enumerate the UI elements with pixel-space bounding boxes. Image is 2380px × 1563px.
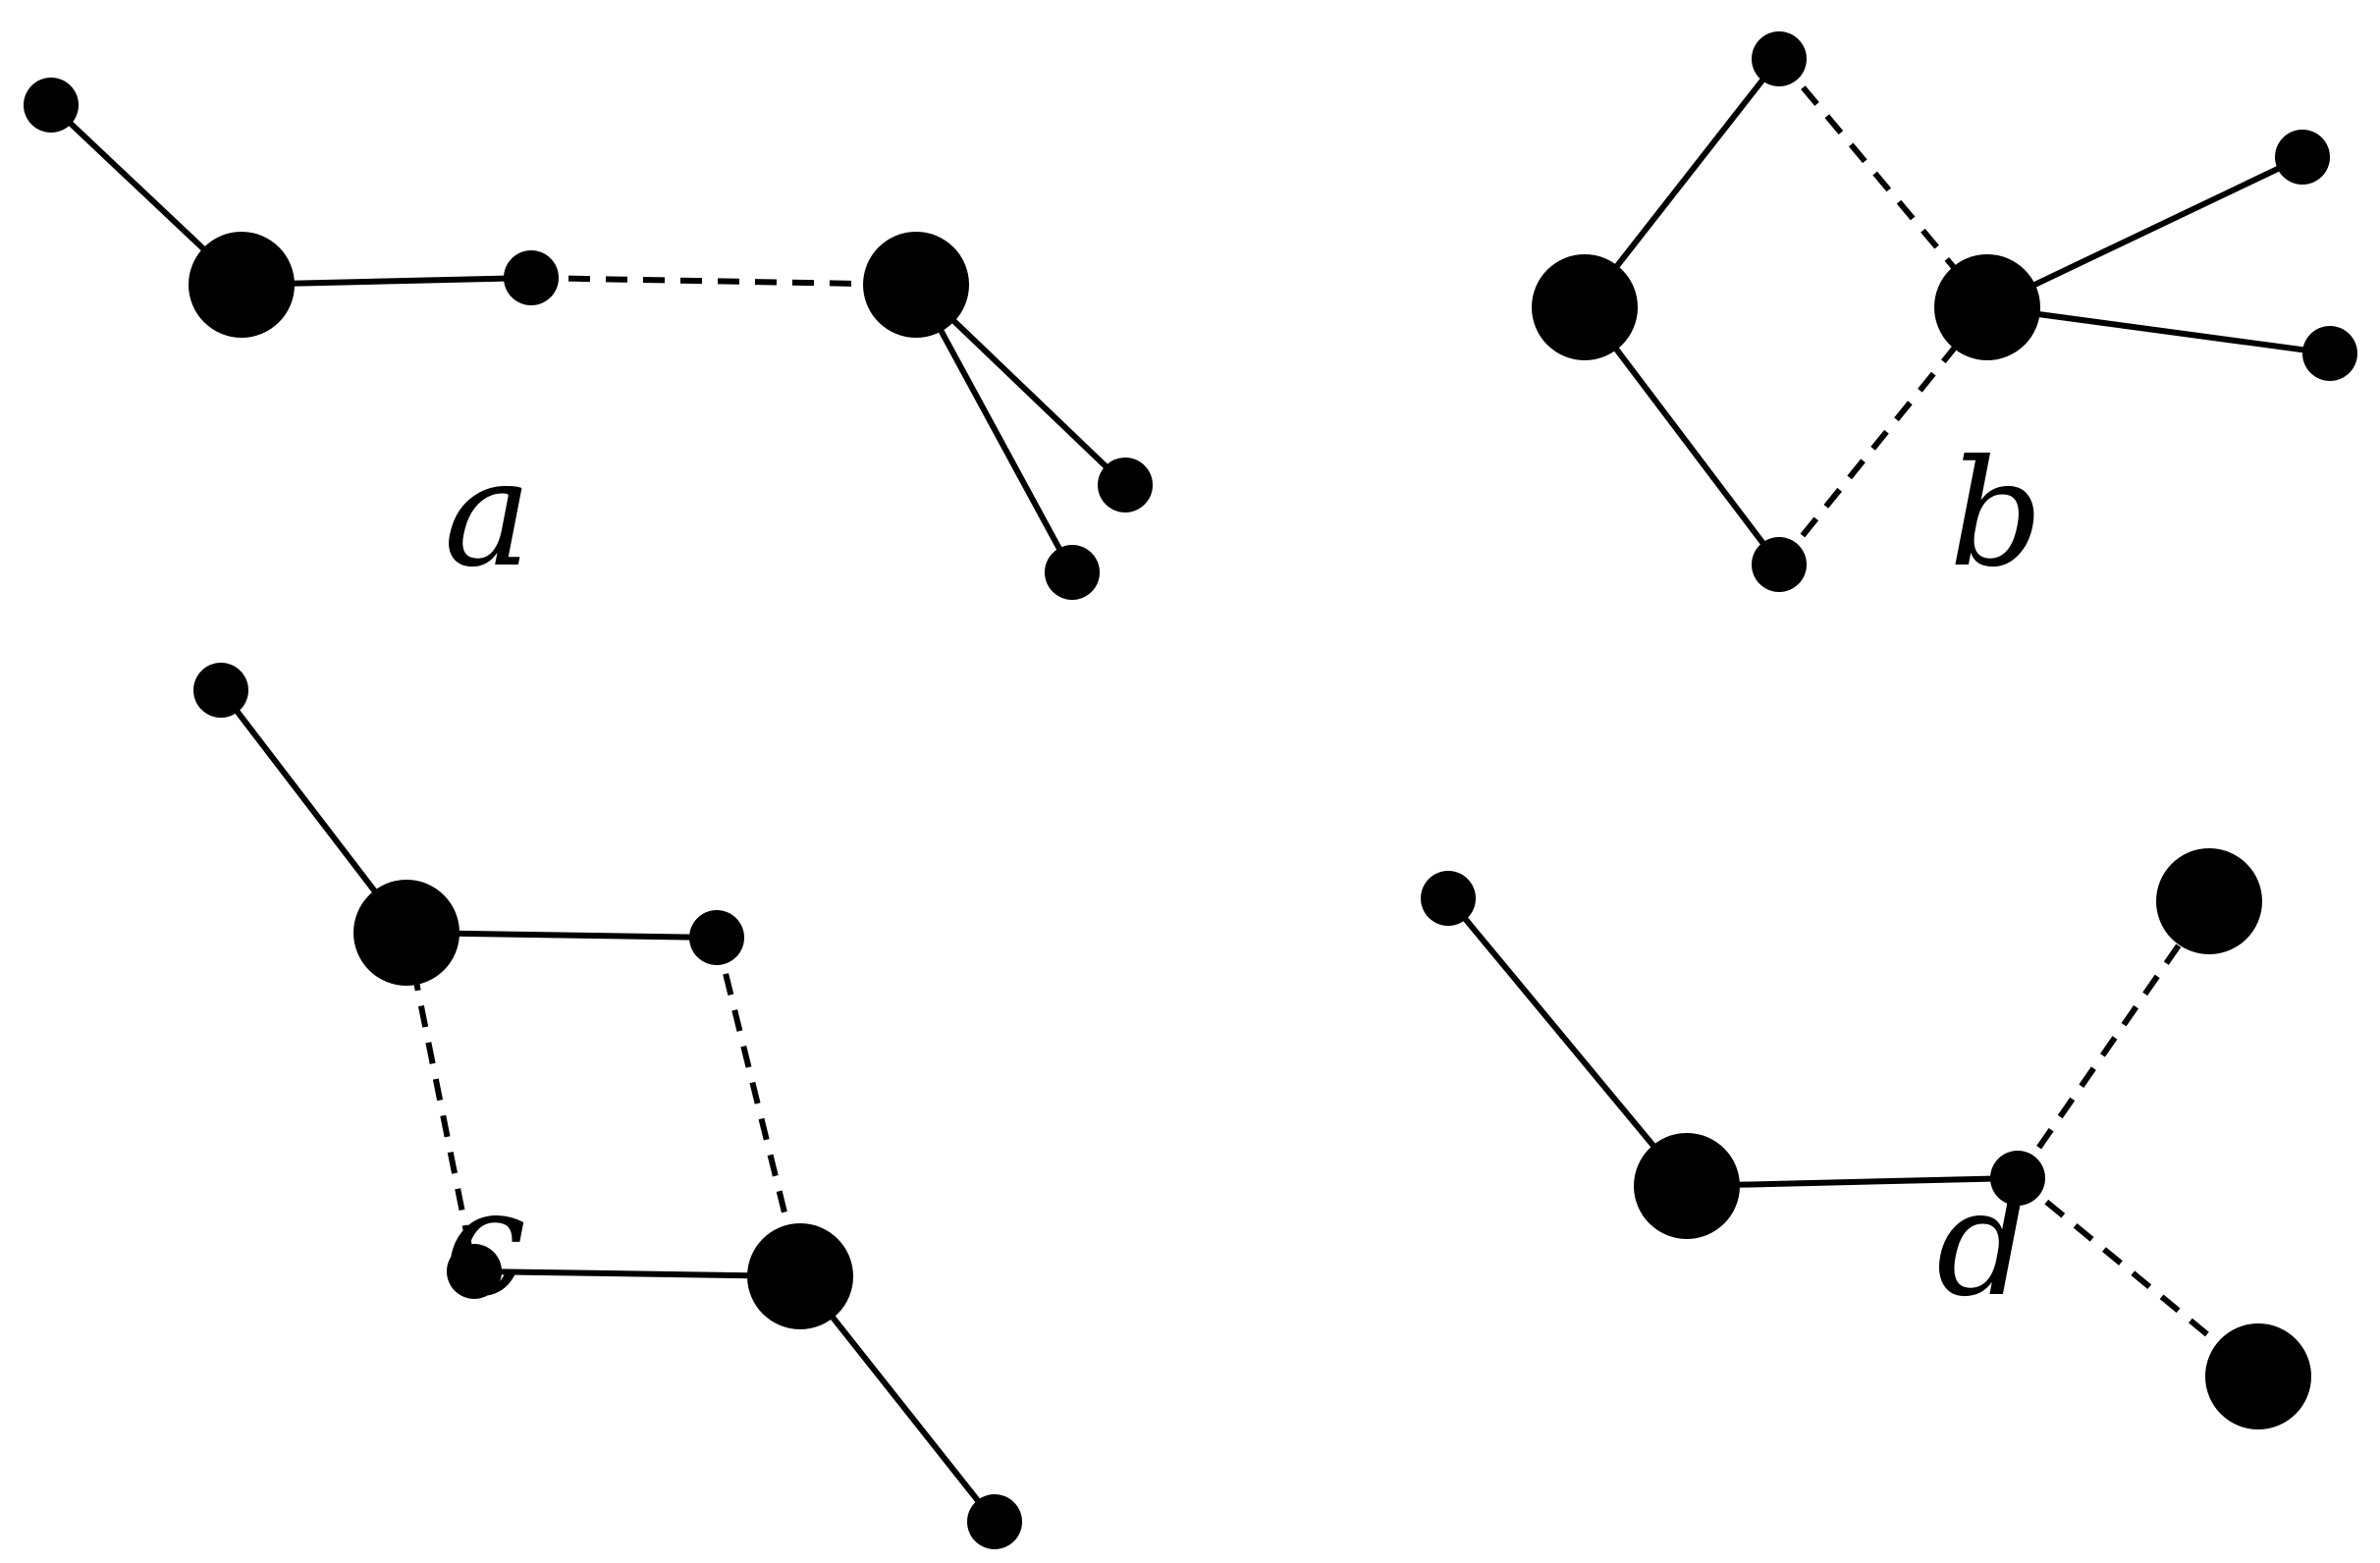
- panel-label-a: a: [444, 429, 531, 600]
- dashed-edge-d3-d5: [2016, 1175, 2260, 1379]
- small-node-b1: [1752, 31, 1807, 86]
- large-node-b4: [1934, 254, 2040, 360]
- dashed-edge-a3-a4: [530, 275, 917, 288]
- large-node-c5: [747, 1223, 853, 1329]
- solid-edge-d2-d3: [1686, 1175, 2019, 1189]
- small-node-a6: [1045, 545, 1100, 600]
- solid-edge-b4-b6: [1986, 304, 2331, 356]
- small-node-c4: [447, 1244, 502, 1299]
- small-node-a1: [24, 78, 79, 133]
- panel-label-c: c: [444, 1159, 526, 1329]
- small-node-a3: [504, 250, 559, 305]
- panel-label-d: d: [1936, 1159, 2030, 1329]
- solid-edge-c4-c5: [473, 1268, 801, 1279]
- large-node-a2: [189, 232, 295, 338]
- dashed-edge-d3-d4: [2015, 899, 2212, 1180]
- small-node-b6: [2302, 326, 2357, 381]
- nodes-layer: [24, 31, 2357, 1549]
- small-node-c6: [967, 1494, 1022, 1549]
- dashed-edge-c3-c5: [714, 937, 803, 1277]
- small-node-b3: [1752, 537, 1807, 592]
- dashed-edge-b1-b4: [1776, 57, 1990, 309]
- large-node-d4: [2156, 848, 2262, 954]
- solid-edge-b2-b3: [1582, 305, 1782, 566]
- large-node-a4: [863, 232, 969, 338]
- small-node-c1: [193, 663, 248, 718]
- solid-edge-d1-d2: [1445, 896, 1690, 1188]
- large-node-c2: [353, 880, 460, 986]
- small-node-d1: [1421, 871, 1476, 926]
- large-node-b2: [1532, 254, 1638, 360]
- small-node-d3: [1990, 1151, 2045, 1206]
- dashed-edge-c2-c4: [404, 932, 477, 1272]
- panel-label-b: b: [1949, 429, 2043, 600]
- small-node-a5: [1098, 458, 1153, 512]
- small-node-b5: [2275, 130, 2330, 185]
- small-node-c3: [689, 910, 744, 965]
- solid-edge-b4-b5: [1985, 154, 2304, 310]
- large-node-d2: [1634, 1133, 1740, 1239]
- large-node-d5: [2205, 1323, 2311, 1429]
- solid-edge-a4-a6: [913, 283, 1075, 574]
- dashed-edge-b3-b4: [1776, 305, 1990, 566]
